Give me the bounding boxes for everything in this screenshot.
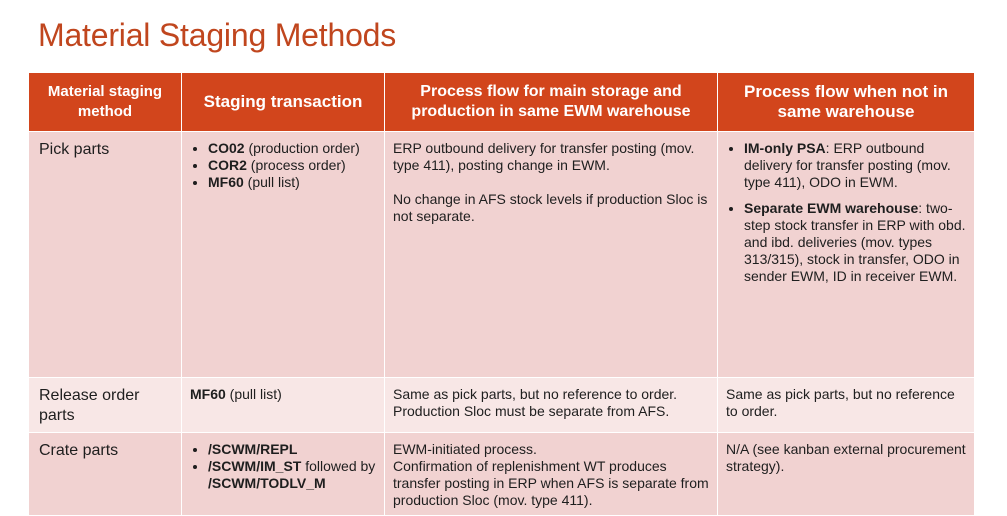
list-item: Separate EWM warehouse: two-step stock t… xyxy=(744,200,966,285)
list-item: COR2 (process order) xyxy=(208,157,376,174)
paragraph: Confirmation of replenishment WT produce… xyxy=(393,458,709,508)
staging-methods-table: Material staging method Staging transact… xyxy=(28,72,975,516)
method-cell: Crate parts xyxy=(28,432,182,516)
paragraph: No change in AFS stock levels if product… xyxy=(393,191,708,224)
same-warehouse-cell: Same as pick parts, but no reference to … xyxy=(384,377,718,433)
method-cell: Pick parts xyxy=(28,131,182,378)
header-process-flow-not-same-warehouse: Process flow when not in same warehouse xyxy=(717,72,975,132)
table-row: Pick parts CO02 (production order) COR2 … xyxy=(28,131,975,378)
header-staging-transaction: Staging transaction xyxy=(181,72,385,132)
page-title: Material Staging Methods xyxy=(38,17,397,53)
table-header-row: Material staging method Staging transact… xyxy=(28,72,975,132)
same-warehouse-cell: EWM-initiated process. Confirmation of r… xyxy=(384,432,718,516)
different-warehouse-cell: N/A (see kanban external procurement str… xyxy=(717,432,975,516)
list-item: MF60 (pull list) xyxy=(208,174,376,191)
list-item: /SCWM/REPL xyxy=(208,441,376,458)
different-warehouse-list: IM-only PSA: ERP outbound delivery for t… xyxy=(726,140,966,285)
table-row: Release order parts MF60 (pull list) Sam… xyxy=(28,377,975,433)
list-item: CO02 (production order) xyxy=(208,140,376,157)
same-warehouse-cell: ERP outbound delivery for transfer posti… xyxy=(384,131,718,378)
header-material-staging-method: Material staging method xyxy=(28,72,182,132)
transaction-cell: /SCWM/REPL /SCWM/IM_ST followed by /SCWM… xyxy=(181,432,385,516)
transaction-list: CO02 (production order) COR2 (process or… xyxy=(190,140,376,191)
transaction-cell: MF60 (pull list) xyxy=(181,377,385,433)
different-warehouse-cell: IM-only PSA: ERP outbound delivery for t… xyxy=(717,131,975,378)
transaction-cell: CO02 (production order) COR2 (process or… xyxy=(181,131,385,378)
list-item: /SCWM/IM_ST followed by /SCWM/TODLV_M xyxy=(208,458,376,492)
method-cell: Release order parts xyxy=(28,377,182,433)
list-item: IM-only PSA: ERP outbound delivery for t… xyxy=(744,140,966,191)
transaction-list: /SCWM/REPL /SCWM/IM_ST followed by /SCWM… xyxy=(190,441,376,492)
paragraph: EWM-initiated process. xyxy=(393,441,537,457)
table-row: Crate parts /SCWM/REPL /SCWM/IM_ST follo… xyxy=(28,432,975,516)
paragraph: ERP outbound delivery for transfer posti… xyxy=(393,140,695,173)
different-warehouse-cell: Same as pick parts, but no reference to … xyxy=(717,377,975,433)
header-process-flow-same-warehouse: Process flow for main storage and produc… xyxy=(384,72,718,132)
